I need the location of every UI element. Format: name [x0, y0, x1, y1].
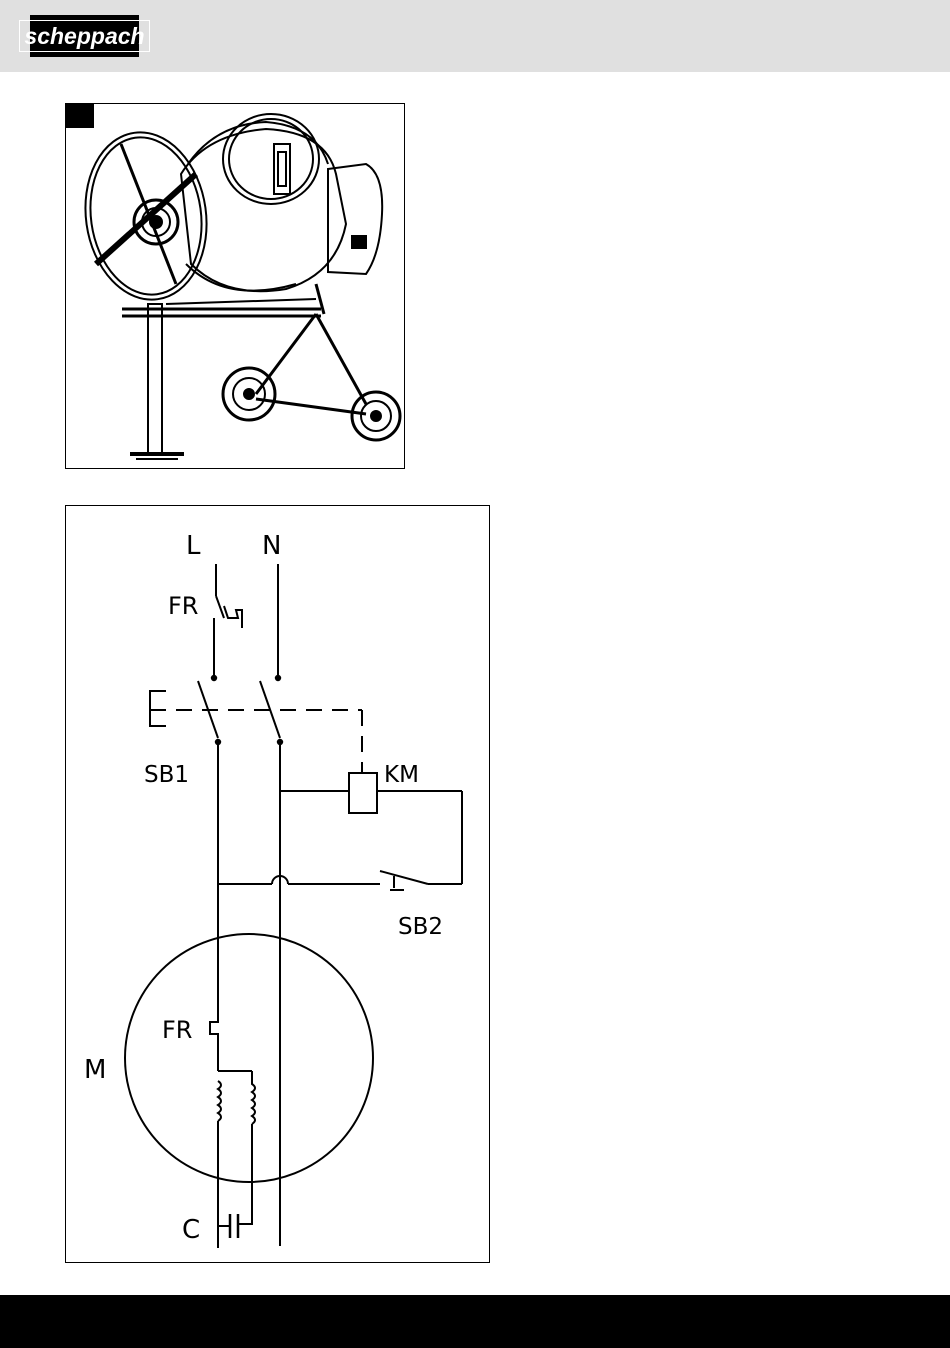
- brand-logo-text: scheppach: [19, 20, 149, 52]
- aux-winding: [252, 1071, 255, 1124]
- page-header: scheppach: [0, 0, 950, 72]
- label-capacitor: C: [182, 1215, 200, 1245]
- wiring-diagram-figure: L N FR SB1 KM SB2 M FR C: [65, 505, 490, 1263]
- label-fr-motor: FR: [162, 1016, 192, 1044]
- motor-housing: [328, 164, 382, 274]
- wiring-diagram: L N FR SB1 KM SB2 M FR C: [66, 506, 489, 1262]
- label-neutral: N: [262, 531, 281, 561]
- drum-opening: [223, 114, 319, 204]
- motor-circle: [125, 934, 373, 1182]
- page-footer: [0, 1295, 950, 1348]
- sb2-contact: [380, 871, 428, 884]
- mixer-illustration-figure: [65, 103, 405, 469]
- label-fr-top: FR: [168, 592, 198, 620]
- label-live: L: [186, 531, 201, 561]
- label-sb1: SB1: [144, 762, 189, 788]
- label-sb2: SB2: [398, 914, 443, 940]
- label-motor: M: [84, 1055, 106, 1085]
- main-winding: [218, 1081, 221, 1121]
- brand-logo: scheppach: [30, 15, 139, 57]
- concrete-mixer-drawing: [66, 104, 404, 468]
- front-leg: [148, 304, 162, 454]
- label-km: KM: [384, 762, 419, 788]
- km-coil: [349, 773, 377, 813]
